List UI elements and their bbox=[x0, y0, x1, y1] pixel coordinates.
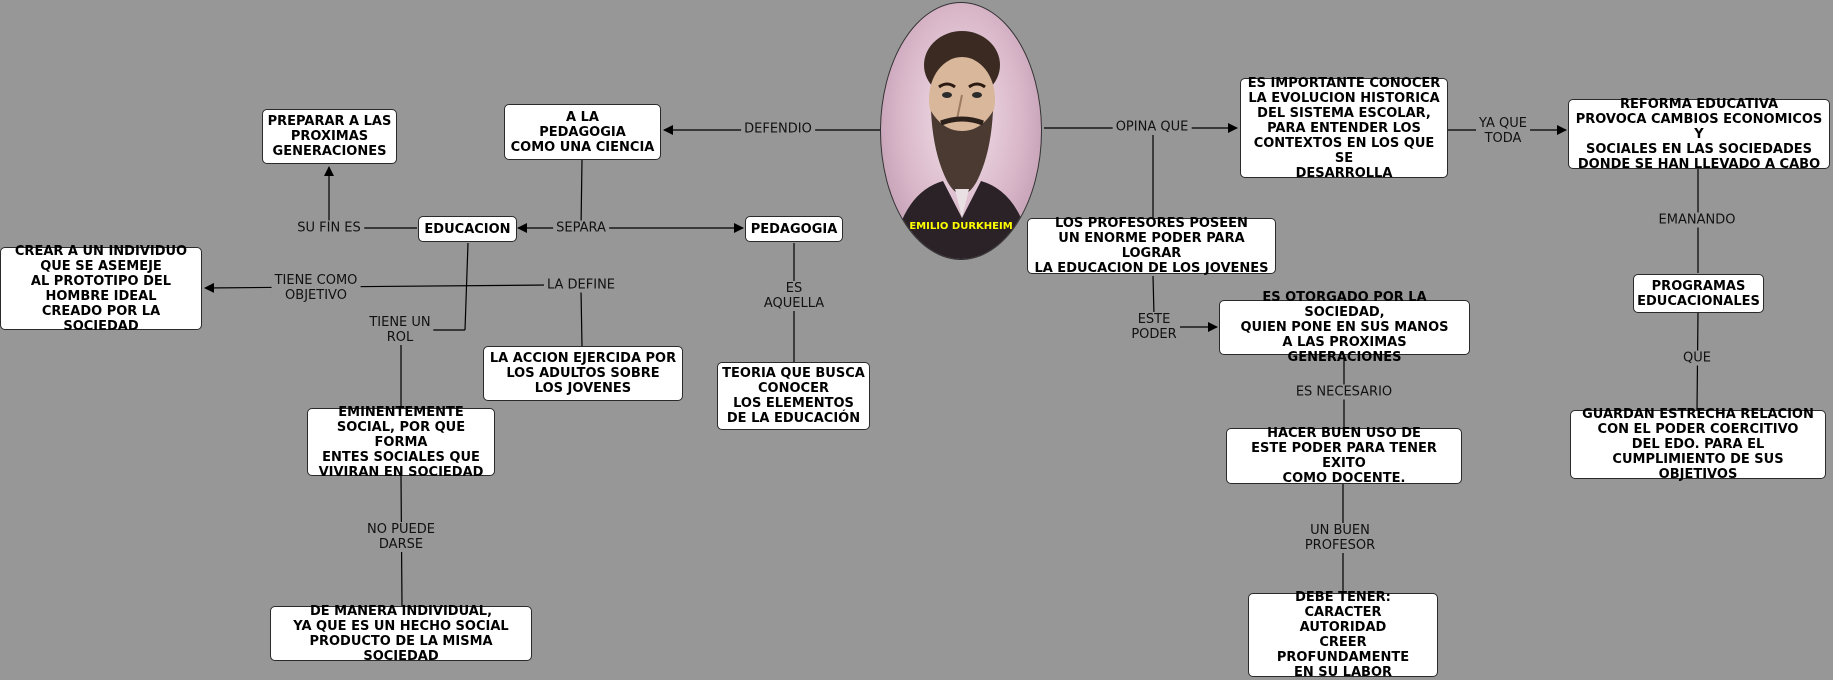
label-este-poder: ESTE PODER bbox=[1128, 312, 1179, 342]
node-importante: ES IMPORTANTE CONOCER LA EVOLUCION HISTO… bbox=[1240, 78, 1448, 178]
label-que: QUE bbox=[1680, 351, 1714, 366]
label-es-aquella: ES AQUELLA bbox=[761, 281, 827, 311]
label-tiene-como-objetivo: TIENE COMO OBJETIVO bbox=[272, 273, 361, 303]
node-reforma: REFORMA EDUCATIVA PROVOCA CAMBIOS ECONOM… bbox=[1568, 99, 1830, 169]
node-debe-tener: DEBE TENER: CARACTER AUTORIDAD CREER PRO… bbox=[1248, 593, 1438, 677]
node-guardan: GUARDAN ESTRECHA RELACION CON EL PODER C… bbox=[1570, 410, 1826, 479]
node-preparar: PREPARAR A LAS PROXIMAS GENERACIONES bbox=[262, 109, 397, 164]
node-otorgado: ES OTORGADO POR LA SOCIEDAD, QUIEN PONE … bbox=[1219, 300, 1470, 355]
label-la-define: LA DEFINE bbox=[544, 278, 618, 293]
node-crear: CREAR A UN INDIVIDUO QUE SE ASEMEJE AL P… bbox=[0, 247, 202, 330]
label-un-buen-profesor: UN BUEN PROFESOR bbox=[1302, 523, 1378, 553]
node-pedagogia: PEDAGOGIA bbox=[745, 216, 843, 242]
label-defendio: DEFENDIO bbox=[741, 122, 815, 137]
node-teoria: TEORIA QUE BUSCA CONOCER LOS ELEMENTOS D… bbox=[717, 362, 870, 430]
label-su-fin-es: SU FIN ES bbox=[294, 221, 364, 236]
label-es-necesario: ES NECESARIO bbox=[1293, 385, 1395, 400]
durkheim-portrait: EMILIO DURKHEIM bbox=[880, 2, 1042, 260]
label-ya-que-toda: YA QUE TODA bbox=[1476, 116, 1530, 146]
label-separa: SEPARA bbox=[553, 221, 609, 236]
label-tiene-un-rol: TIENE UN ROL bbox=[366, 315, 433, 345]
label-no-puede-darse: NO PUEDE DARSE bbox=[364, 522, 438, 552]
node-hacer-buen-uso: HACER BUEN USO DE ESTE PODER PARA TENER … bbox=[1226, 428, 1462, 484]
node-educacion: EDUCACION bbox=[418, 216, 517, 242]
label-opina-que: OPINA QUE bbox=[1113, 120, 1192, 135]
portrait-caption: EMILIO DURKHEIM bbox=[881, 221, 1041, 232]
node-eminentemente: EMINENTEMENTE SOCIAL, POR QUE FORMA ENTE… bbox=[307, 408, 495, 476]
label-emanando: EMANANDO bbox=[1656, 213, 1739, 228]
node-programas: PROGRAMAS EDUCACIONALES bbox=[1633, 274, 1764, 313]
node-manera-individual: DE MANERA INDIVIDUAL, YA QUE ES UN HECHO… bbox=[270, 606, 532, 661]
node-profesores: LOS PROFESORES POSEEN UN ENORME PODER PA… bbox=[1027, 218, 1276, 274]
node-a-la-pedagogia: A LA PEDAGOGIA COMO UNA CIENCIA bbox=[504, 104, 661, 160]
node-accion: LA ACCION EJERCIDA POR LOS ADULTOS SOBRE… bbox=[483, 346, 683, 401]
